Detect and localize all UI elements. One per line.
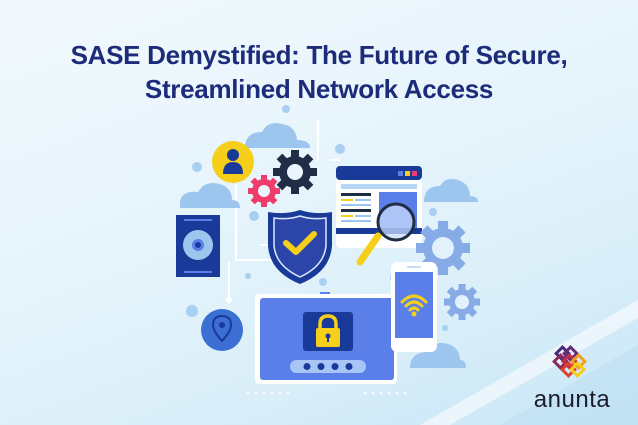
shield-check-icon [268, 210, 332, 284]
gear-icon-dark [273, 150, 317, 194]
anunta-knot-icon [552, 345, 587, 378]
decorative-dots [186, 105, 448, 331]
brand-name: anunta [533, 386, 611, 413]
gear-icons-light [416, 221, 480, 320]
user-avatar-icon [212, 141, 254, 183]
page-title: SASE Demystified: The Future of Secure, … [0, 38, 638, 106]
password-field-dots [290, 360, 366, 373]
laptop-lock-screen [246, 292, 407, 395]
hard-drive-icon [176, 215, 220, 277]
gear-icon-pink [248, 175, 280, 207]
magnifying-glass-icon [356, 202, 416, 266]
cloud-icons [179, 123, 478, 368]
smartphone-wifi-icon [391, 262, 437, 352]
location-pin-icon [201, 309, 243, 351]
title-line-1: SASE Demystified: The Future of Secure, [70, 40, 568, 70]
title-line-2: Streamlined Network Access [144, 74, 494, 104]
brand-logo: anunta [527, 345, 617, 414]
